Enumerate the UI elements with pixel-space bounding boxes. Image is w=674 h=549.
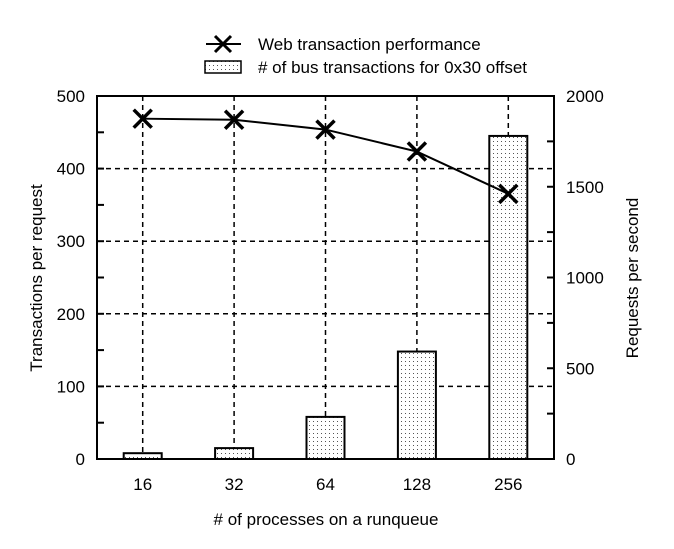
y-axis-right-title: Requests per second xyxy=(623,198,642,359)
x-tick-label: 16 xyxy=(133,475,152,494)
bar xyxy=(305,415,346,460)
x-marker xyxy=(315,119,336,140)
y-left-tick-label: 500 xyxy=(57,87,85,106)
x-tick-label: 256 xyxy=(494,475,522,494)
x-axis-title: # of processes on a runqueue xyxy=(214,510,439,529)
y-right-tick-label: 1500 xyxy=(566,178,604,197)
y-right-tick-label: 1000 xyxy=(566,269,604,288)
x-marker xyxy=(223,109,245,131)
x-marker xyxy=(132,108,153,129)
legend-bar-swatch xyxy=(204,60,242,74)
bar xyxy=(488,134,529,460)
y-axis-left-title: Transactions per request xyxy=(27,184,46,372)
legend-label-bar: # of bus transactions for 0x30 offset xyxy=(258,58,527,77)
y-left-tick-label: 100 xyxy=(57,377,85,396)
legend-label-line: Web transaction performance xyxy=(258,35,481,54)
legend-line-marker xyxy=(206,34,241,54)
x-marker xyxy=(498,183,519,205)
bar xyxy=(396,350,437,460)
y-right-tick-label: 2000 xyxy=(566,87,604,106)
y-left-tick-label: 400 xyxy=(57,160,85,179)
y-left-tick-label: 200 xyxy=(57,305,85,324)
ticks xyxy=(97,95,554,460)
x-tick-label: 128 xyxy=(403,475,431,494)
bar xyxy=(214,447,255,460)
tick-labels: 0 100 200 300 400 500 0 500 1000 1500 2000 16 32 64 12… xyxy=(57,87,604,494)
x-marker xyxy=(406,141,428,162)
x-tick-label: 32 xyxy=(225,475,244,494)
y-left-tick-label: 300 xyxy=(57,232,85,251)
x-tick-label: 64 xyxy=(316,475,335,494)
y-right-tick-label: 500 xyxy=(566,359,594,378)
y-right-tick-label: 0 xyxy=(566,450,575,469)
y-left-tick-label: 0 xyxy=(76,450,85,469)
legend: Web transaction performance # of bus tra… xyxy=(204,34,527,77)
line-series xyxy=(132,108,519,205)
grid xyxy=(97,96,554,459)
